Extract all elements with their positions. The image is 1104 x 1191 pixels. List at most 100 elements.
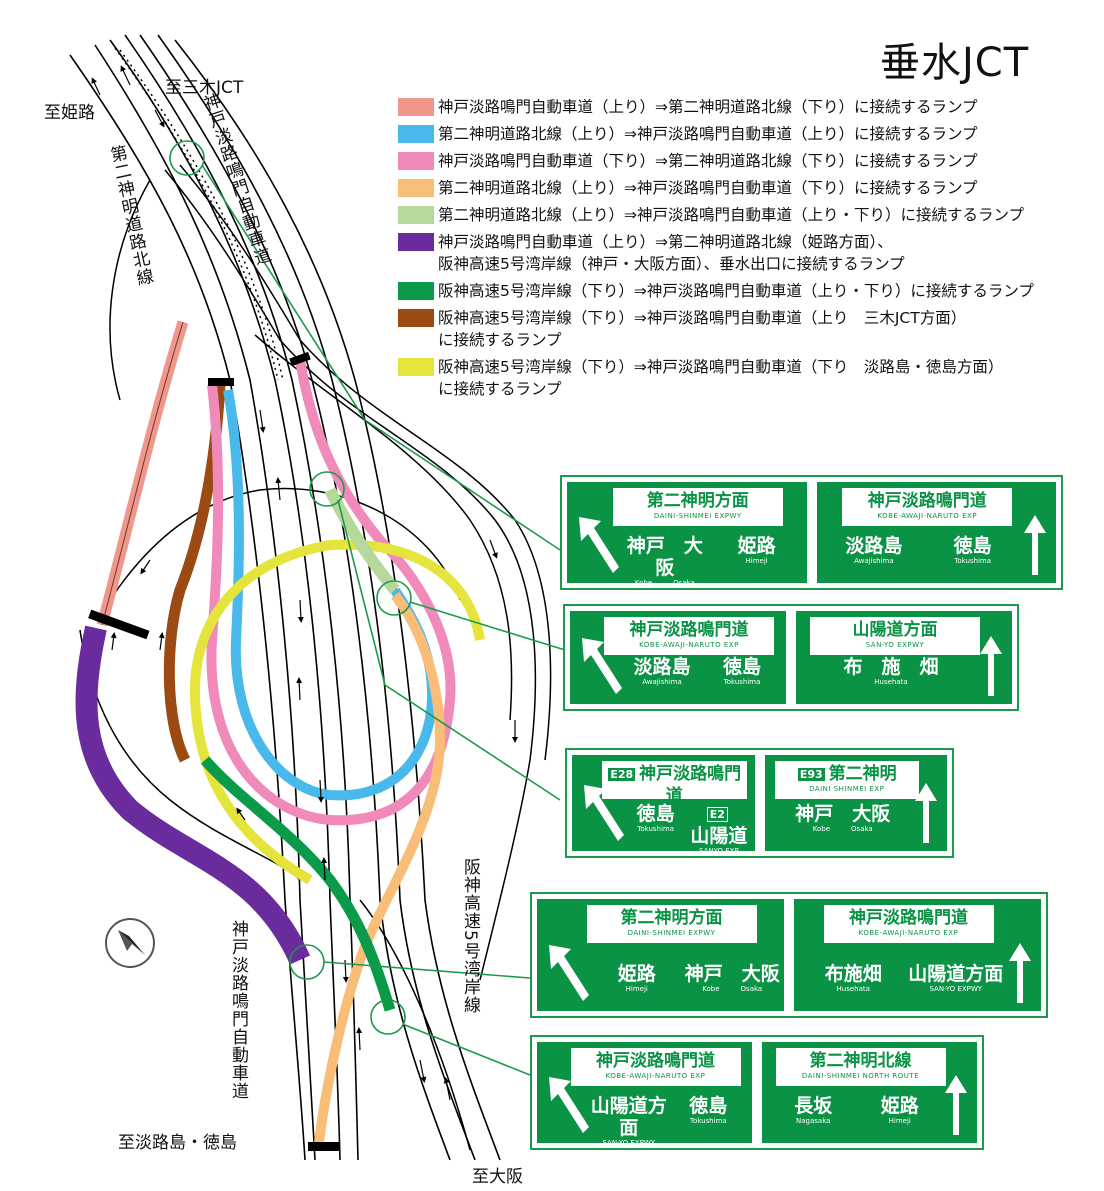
sign-callouts [169, 140, 566, 1076]
legend-item: 阪神高速5号湾岸線（下り）⇒神戸淡路鳴門自動車道（上り・下り）に接続するランプ [398, 280, 1098, 302]
legend-swatch [398, 98, 434, 116]
sign-destination-en: Tokushima [689, 1117, 727, 1125]
ramp-terminals [88, 351, 340, 1151]
sign-title-text: 神戸淡路鳴門道 [867, 491, 987, 511]
sign-destination-en: Himeji [625, 985, 648, 993]
route-badge: E93 [796, 766, 826, 782]
label-hanshin-5: 阪神高速5号湾岸線 [460, 858, 480, 1014]
sign-destination-text: 姫路 [737, 535, 776, 557]
sign-title-text: 第二神明北線 [809, 1051, 912, 1071]
arrow-up-icon [1024, 515, 1046, 579]
sign-destination-text: 長坂 [794, 1095, 833, 1117]
sign-title-text: 第二神明方面 [620, 908, 723, 928]
sign-title-text: 神戸淡路鳴門道 [629, 620, 749, 640]
legend-swatch [398, 125, 434, 143]
sign-destination-en: Tokushima [723, 678, 761, 686]
arrow-up-icon [945, 1075, 967, 1139]
ramp-orange [313, 591, 446, 1151]
sign-destination-en: Husehata [836, 985, 870, 993]
sign-destination-en: SAN-YO EXPWY [929, 985, 983, 993]
legend: 神戸淡路鳴門自動車道（上り）⇒第二神明道路北線（下り）に接続するランプ第二神明道… [398, 96, 1098, 405]
legend-item: 第二神明道路北線（上り）⇒神戸淡路鳴門自動車道（上り）に接続するランプ [398, 123, 1098, 145]
sign-title-text: 神戸淡路鳴門道 [849, 908, 968, 928]
sign-destination-text: 淡路島 [633, 656, 691, 678]
compass-icon [105, 918, 155, 968]
sign-destination-en: Kobe Osaka [634, 579, 695, 587]
sign-title-text: 第二神明方面 [646, 491, 749, 511]
legend-text: 神戸淡路鳴門自動車道（下り）⇒第二神明道路北線（下り）に接続するランプ [438, 152, 978, 170]
sign-title-text: 神戸淡路鳴門道 [596, 1051, 715, 1071]
sign-destination-text: 山陽道 [690, 825, 748, 847]
sign-destination-en: Tokushima [954, 557, 992, 565]
sign-destination-en: Himeji [745, 557, 768, 565]
legend-item: 神戸淡路鳴門自動車道（上り）⇒第二神明道路北線（姫路方面）、 阪神高速5号湾岸線… [398, 231, 1098, 275]
sign-destination-text: 徳島 [953, 535, 992, 557]
legend-text: 阪神高速5号湾岸線（下り）⇒神戸淡路鳴門自動車道（下り 淡路島・徳島方面） に接… [438, 358, 1004, 398]
sign-destination-en: Awajishima [642, 678, 682, 686]
sign-title-en: DAINI-SHINMEI NORTH ROUTE [801, 1072, 920, 1080]
sign-title-en: SAN-YO EXPWY [865, 641, 925, 649]
ramp-green [200, 756, 396, 1012]
legend-swatch [398, 206, 434, 224]
legend-swatch [398, 179, 434, 197]
arrow-up-icon [980, 636, 1002, 700]
sign-destination-text: 徳島 [689, 1095, 728, 1117]
arrow-upleft-icon [575, 517, 619, 577]
legend-text: 阪神高速5号湾岸線（下り）⇒神戸淡路鳴門自動車道（上り・下り）に接続するランプ [438, 282, 1034, 300]
label-to-miki: 至三木JCT [165, 78, 244, 98]
legend-item: 神戸淡路鳴門自動車道（上り）⇒第二神明道路北線（下り）に接続するランプ [398, 96, 1098, 118]
sign-destination-en: Kobe Osaka [702, 985, 763, 993]
ramp-pink [206, 359, 456, 826]
legend-text: 第二神明道路北線（上り）⇒神戸淡路鳴門自動車道（下り）に接続するランプ [438, 179, 978, 197]
sign-title-en: DAINI SHINMEI EXP [809, 785, 885, 793]
arrow-upleft-icon [578, 638, 622, 698]
sign-destination-text: 神戸 大阪 [684, 963, 780, 985]
legend-item: 第二神明道路北線（上り）⇒神戸淡路鳴門自動車道（下り）に接続するランプ [398, 177, 1098, 199]
legend-item: 阪神高速5号湾岸線（下り）⇒神戸淡路鳴門自動車道（上り 三木JCT方面） に接続… [398, 307, 1098, 351]
sign-title-text: 第二神明 [828, 764, 897, 784]
label-to-awaji: 至淡路島・徳島 [118, 1133, 237, 1153]
legend-text: 神戸淡路鳴門自動車道（上り）⇒第二神明道路北線（姫路方面）、 阪神高速5号湾岸線… [438, 233, 905, 273]
legend-text: 第二神明道路北線（上り）⇒神戸淡路鳴門自動車道（上り）に接続するランプ [438, 125, 978, 143]
label-to-osaka: 至大阪 [472, 1167, 523, 1187]
route-badge: E2 [706, 807, 728, 822]
sign-destination-en: SAN-YO EXPWY [602, 1139, 656, 1147]
sign-title-en: DAINI-SHINMEI EXPWY [627, 929, 716, 937]
map-title: 垂水JCT [880, 40, 1030, 86]
legend-swatch [398, 282, 434, 300]
route-badge: E28 [607, 766, 637, 782]
arrow-up-icon [1009, 943, 1031, 1007]
sign-destination-text: 神戸 大阪 [626, 535, 703, 579]
sign-destination-text: 布施畑 [824, 963, 882, 985]
sign-destination-en: Husehata [874, 678, 908, 686]
sign-title-en: KOBE-AWAJI-NARUTO EXP [605, 1072, 706, 1080]
sign-destination-text: 山陽道方面 [908, 963, 1004, 985]
sign-destination-text: 淡路島 [845, 535, 903, 557]
sign-title-en: KOBE-AWAJI-NARUTO EXP [858, 929, 959, 937]
sign-title-en: KOBE-AWAJI-NARUTO EXP [877, 512, 978, 520]
legend-text: 神戸淡路鳴門自動車道（上り）⇒第二神明道路北線（下り）に接続するランプ [438, 98, 978, 116]
